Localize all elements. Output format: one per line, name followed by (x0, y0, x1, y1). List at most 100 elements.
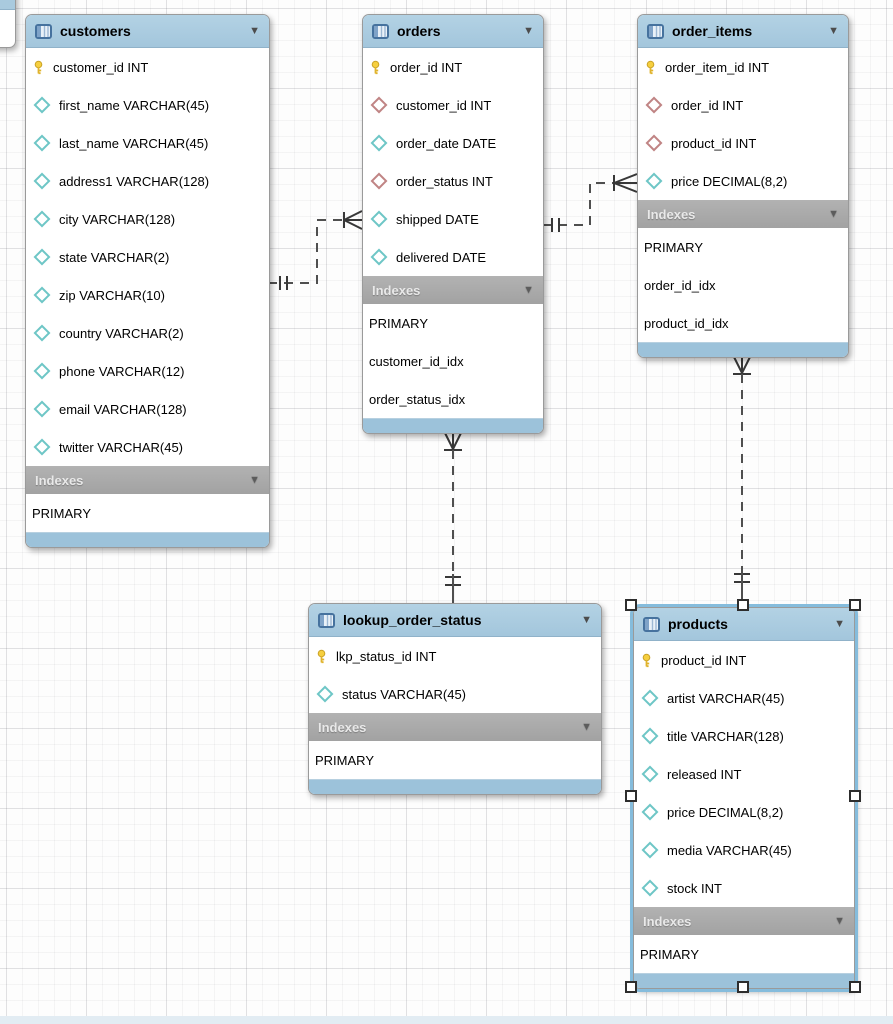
column-row[interactable]: address1 VARCHAR(128) (26, 162, 269, 200)
relationship-orders-lookup-order-status[interactable] (443, 430, 463, 603)
index-row[interactable]: PRIMARY (634, 935, 854, 973)
selection-handle-top-center[interactable] (737, 599, 749, 611)
indexes-label: Indexes (35, 472, 84, 488)
index-label: PRIMARY (32, 505, 91, 521)
column-row[interactable]: customer_id INT (26, 48, 269, 86)
indexes-bar[interactable]: Indexes▼ (363, 276, 543, 304)
column-row[interactable]: product_id INT (634, 641, 854, 679)
index-row[interactable]: order_id_idx (638, 266, 848, 304)
indexes-bar[interactable]: Indexes▼ (638, 200, 848, 228)
column-row[interactable]: media VARCHAR(45) (634, 831, 854, 869)
column-label: product_id INT (671, 135, 757, 151)
column-list: lkp_status_id INT status VARCHAR(45) (309, 637, 601, 713)
column-row[interactable]: price DECIMAL(8,2) (634, 793, 854, 831)
table-order-items[interactable]: order_items ▼ order_item_id INT order_id… (637, 14, 849, 358)
index-label: PRIMARY (315, 752, 374, 768)
column-row[interactable]: delivered DATE (363, 238, 543, 276)
table-header[interactable]: products ▼ (634, 608, 854, 641)
column-label: order_date DATE (396, 135, 497, 151)
column-row[interactable]: order_id INT (363, 48, 543, 86)
column-row[interactable]: order_id INT (638, 86, 848, 124)
column-row[interactable]: last_name VARCHAR(45) (26, 124, 269, 162)
collapse-arrow-icon[interactable]: ▼ (249, 24, 260, 37)
table-header[interactable]: order_items ▼ (638, 15, 848, 48)
collapse-arrow-icon[interactable]: ▼ (581, 613, 592, 626)
column-row[interactable]: lkp_status_id INT (309, 637, 601, 675)
index-row[interactable]: PRIMARY (363, 304, 543, 342)
index-row[interactable]: PRIMARY (26, 494, 269, 532)
column-row[interactable]: phone VARCHAR(12) (26, 352, 269, 390)
selection-handle-top-left[interactable] (625, 599, 637, 611)
column-row[interactable]: status VARCHAR(45) (309, 675, 601, 713)
table-customers[interactable]: customers ▼ customer_id INT first_name V… (25, 14, 270, 548)
column-row[interactable]: zip VARCHAR(10) (26, 276, 269, 314)
table-title: order_items (672, 23, 753, 39)
index-row[interactable]: customer_id_idx (363, 342, 543, 380)
column-row[interactable]: twitter VARCHAR(45) (26, 428, 269, 466)
column-row[interactable]: order_item_id INT (638, 48, 848, 86)
selection-handle-bottom-left[interactable] (625, 981, 637, 993)
index-label: PRIMARY (644, 239, 703, 255)
column-label: customer_id INT (53, 59, 149, 75)
attribute-diamond-icon (370, 248, 388, 266)
column-row[interactable]: title VARCHAR(128) (634, 717, 854, 755)
offscreen-table-fragment[interactable] (0, 0, 16, 48)
indexes-bar[interactable]: Indexes▼ (309, 713, 601, 741)
selection-handle-top-right[interactable] (849, 599, 861, 611)
collapse-arrow-icon[interactable]: ▼ (523, 24, 534, 37)
foreign-key-diamond-icon (370, 172, 388, 190)
index-row[interactable]: order_status_idx (363, 380, 543, 418)
collapse-arrow-icon[interactable]: ▼ (828, 24, 839, 37)
attribute-diamond-icon (33, 324, 51, 342)
collapse-arrow-icon[interactable]: ▼ (834, 914, 845, 927)
table-header[interactable]: customers ▼ (26, 15, 269, 48)
column-row[interactable]: customer_id INT (363, 86, 543, 124)
attribute-diamond-icon (645, 172, 663, 190)
column-row[interactable]: state VARCHAR(2) (26, 238, 269, 276)
selection-handle-bottom-right[interactable] (849, 981, 861, 993)
relationship-orders-order-items[interactable] (542, 173, 638, 232)
table-header[interactable]: lookup_order_status ▼ (309, 604, 601, 637)
column-row[interactable]: price DECIMAL(8,2) (638, 162, 848, 200)
column-label: lkp_status_id INT (336, 648, 437, 664)
selection-handle-bottom-center[interactable] (737, 981, 749, 993)
indexes-bar[interactable]: Indexes▼ (634, 907, 854, 935)
relationship-order-items-products[interactable] (732, 354, 752, 601)
relationship-customers-orders[interactable] (268, 210, 363, 290)
column-row[interactable]: order_date DATE (363, 124, 543, 162)
column-row[interactable]: product_id INT (638, 124, 848, 162)
foreign-key-diamond-icon (370, 96, 388, 114)
attribute-diamond-icon (33, 248, 51, 266)
collapse-arrow-icon[interactable]: ▼ (523, 283, 534, 296)
selection-handle-middle-left[interactable] (625, 790, 637, 802)
column-list: customer_id INT first_name VARCHAR(45) l… (26, 48, 269, 466)
table-orders[interactable]: orders ▼ order_id INT customer_id INT or… (362, 14, 544, 434)
table-grid-icon (643, 616, 660, 632)
column-row[interactable]: stock INT (634, 869, 854, 907)
column-row[interactable]: shipped DATE (363, 200, 543, 238)
indexes-bar[interactable]: Indexes ▼ (26, 466, 269, 494)
selection-handle-middle-right[interactable] (849, 790, 861, 802)
table-title: lookup_order_status (343, 612, 482, 628)
column-row[interactable]: first_name VARCHAR(45) (26, 86, 269, 124)
index-row[interactable]: product_id_idx (638, 304, 848, 342)
index-label: PRIMARY (640, 946, 699, 962)
column-row[interactable]: email VARCHAR(128) (26, 390, 269, 428)
column-row[interactable]: country VARCHAR(2) (26, 314, 269, 352)
column-label: order_item_id INT (665, 59, 770, 75)
table-lookup-order-status[interactable]: lookup_order_status ▼ lkp_status_id INT … (308, 603, 602, 795)
table-header[interactable]: orders ▼ (363, 15, 543, 48)
index-row[interactable]: PRIMARY (638, 228, 848, 266)
table-products[interactable]: products ▼ product_id INT artist VARCHAR… (630, 604, 858, 992)
collapse-arrow-icon[interactable]: ▼ (249, 473, 260, 486)
column-row[interactable]: released INT (634, 755, 854, 793)
collapse-arrow-icon[interactable]: ▼ (834, 617, 845, 630)
column-label: stock INT (667, 880, 722, 896)
index-row[interactable]: PRIMARY (309, 741, 601, 779)
attribute-diamond-icon (33, 172, 51, 190)
column-row[interactable]: artist VARCHAR(45) (634, 679, 854, 717)
collapse-arrow-icon[interactable]: ▼ (828, 207, 839, 220)
column-row[interactable]: city VARCHAR(128) (26, 200, 269, 238)
collapse-arrow-icon[interactable]: ▼ (581, 720, 592, 733)
column-row[interactable]: order_status INT (363, 162, 543, 200)
